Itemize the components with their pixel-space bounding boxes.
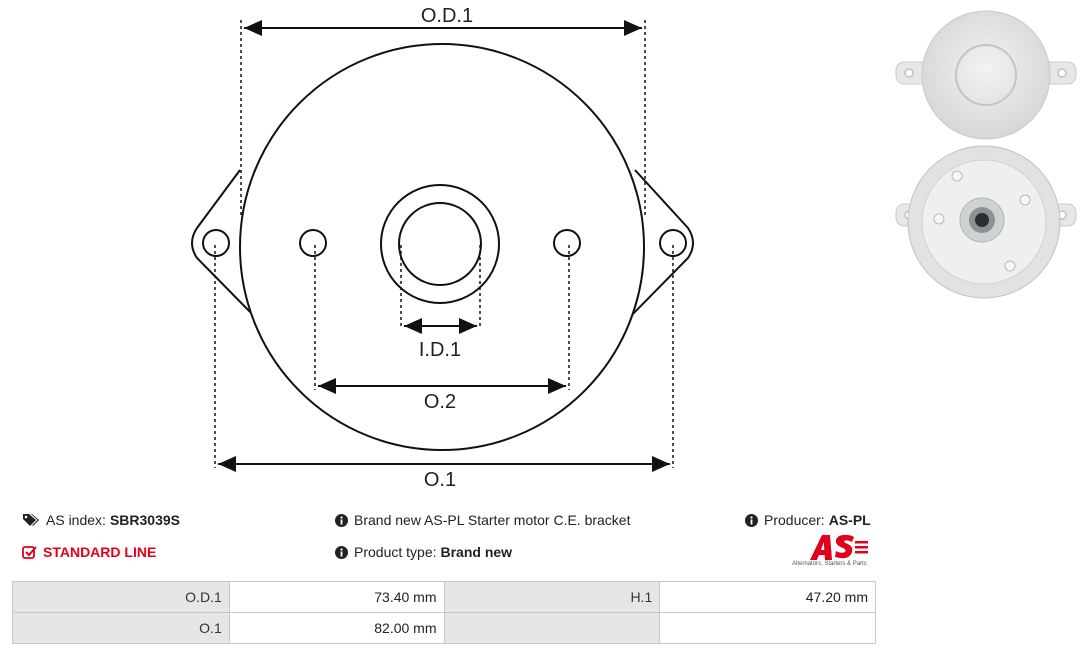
producer-row: Producer: AS-PL <box>745 511 871 529</box>
producer-label: Producer: <box>764 512 825 528</box>
boss-inner <box>398 202 482 286</box>
info-circle-icon <box>335 545 348 559</box>
specs-table: O.D.1 73.40 mm H.1 47.20 mm O.1 82.00 mm <box>12 581 876 644</box>
as-logo-mark <box>810 534 868 560</box>
left-inner-hole <box>299 229 327 257</box>
spec-label <box>443 612 661 644</box>
product-type-label: Product type: <box>354 544 437 560</box>
right-inner-hole <box>553 229 581 257</box>
standard-line-row: STANDARD LINE <box>22 543 156 561</box>
dim-label-o2: O.2 <box>424 391 456 413</box>
description-text: Brand new AS-PL Starter motor C.E. brack… <box>354 512 631 528</box>
as-pl-logo: Alternators, Starters & Parts <box>790 533 880 571</box>
checkbox-icon <box>22 546 37 559</box>
spec-value <box>659 612 876 644</box>
dim-label-o1: O.1 <box>424 469 456 491</box>
right-ear-outline <box>626 169 694 321</box>
as-index-label: AS index: <box>46 512 106 528</box>
boss-outer <box>380 184 500 304</box>
spec-value: 47.20 mm <box>659 581 876 613</box>
left-ear-hole <box>202 229 230 257</box>
left-ear-outline <box>191 169 259 321</box>
as-index-row: AS index: SBR3039S <box>22 511 180 529</box>
photo-top-view <box>895 10 1077 140</box>
as-index-value: SBR3039S <box>109 512 180 528</box>
dim-label-od1: O.D.1 <box>421 5 473 27</box>
spec-label: O.D.1 <box>12 581 230 613</box>
product-type-value: Brand new <box>440 544 513 560</box>
technical-drawing: O.D.1 I.D.1 O.2 O.1 <box>191 5 694 491</box>
logo-tagline: Alternators, Starters & Parts <box>792 561 867 567</box>
tags-icon <box>23 514 39 526</box>
dim-label-id1: I.D.1 <box>419 339 461 361</box>
info-circle-icon <box>745 513 758 527</box>
product-type-row: Product type: Brand new <box>335 543 512 561</box>
producer-value: AS-PL <box>828 512 871 528</box>
table-row: O.D.1 73.40 mm H.1 47.20 mm <box>12 581 876 613</box>
description-row: Brand new AS-PL Starter motor C.E. brack… <box>335 511 631 529</box>
spec-value: 73.40 mm <box>228 581 445 613</box>
spec-label: H.1 <box>443 581 661 613</box>
table-row: O.1 82.00 mm <box>12 612 876 644</box>
photo-bottom-view <box>895 145 1077 299</box>
bracket-outline <box>239 43 645 451</box>
standard-line-label: STANDARD LINE <box>43 544 157 560</box>
product-photo <box>895 10 1077 299</box>
spec-value: 82.00 mm <box>228 612 445 644</box>
spec-label: O.1 <box>12 612 230 644</box>
right-ear-hole <box>659 229 687 257</box>
info-circle-icon <box>335 513 348 527</box>
